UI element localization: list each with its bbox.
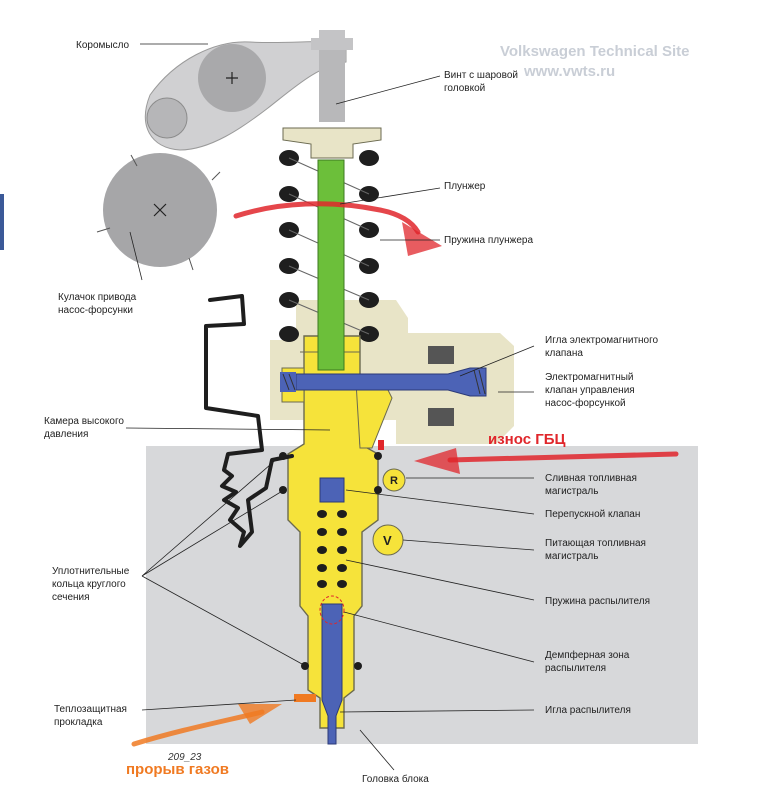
label-hp-chamber-line1: Камера высокого: [44, 416, 124, 427]
solenoid-coil-bottom: [428, 408, 454, 426]
head-wear-mark: [378, 440, 384, 450]
leader-lines: [125, 43, 535, 771]
cylinder-head-block: [146, 446, 698, 744]
label-plunger: Плунжер: [444, 181, 486, 192]
label-damper-line1: Демпферная зона: [545, 649, 630, 661]
rocker-roller: [146, 97, 188, 139]
label-solenoid-valve-line3: насос-форсункой: [545, 397, 626, 409]
label-cylinder-head: Головка блока: [362, 773, 429, 785]
high-pressure-chamber: [318, 400, 346, 490]
needle-left-seat: [280, 372, 296, 392]
heat-shield-gasket: [294, 694, 316, 702]
label-heat-shield-line2: прокладка: [54, 717, 103, 728]
supply-marker-label: V: [383, 533, 392, 548]
label-solenoid-valve-line2: клапан управления: [545, 385, 635, 396]
ball-head-screw: [319, 48, 345, 122]
label-cam-line1: Кулачок привода: [58, 292, 137, 303]
bypass-valve: [319, 477, 345, 503]
label-solenoid-needle-line2: клапана: [545, 348, 583, 359]
label-rocker: Коромысло: [76, 40, 130, 51]
label-solenoid-valve-line1: Электромагнитный: [545, 372, 634, 383]
label-orings-line3: сечения: [52, 592, 90, 603]
red-arrow-head-wear: [447, 451, 679, 463]
return-marker-label: R: [390, 475, 398, 487]
screw-nut: [311, 38, 353, 50]
nozzle-needle: [321, 603, 343, 745]
return-marker: [382, 468, 406, 492]
annotation-gas-blowby: прорыв газов: [126, 761, 229, 778]
spring-cap: [282, 127, 382, 159]
needle-spring: [282, 369, 486, 395]
label-supply-line1: Питающая топливная: [545, 538, 646, 549]
label-heat-shield-line1: Теплозащитная: [54, 704, 127, 715]
label-orings-line2: кольца круглого: [52, 579, 126, 590]
label-bypass-valve: Перепускной клапан: [545, 509, 640, 520]
label-nozzle-spring: Пружина распылителя: [545, 596, 650, 607]
red-arrow-spring: [233, 201, 421, 235]
label-screw-line2: головкой: [444, 83, 485, 94]
orange-arrowhead-gas: [238, 704, 282, 724]
left-edge-badge: [0, 194, 4, 250]
red-arrowhead-spring: [402, 222, 442, 256]
screw-top: [319, 30, 345, 40]
cam-tick-marks: [96, 154, 221, 271]
red-arrowhead-head-wear: [414, 448, 460, 474]
label-return-line2: магистраль: [545, 486, 598, 497]
label-screw-line1: Винт с шаровой: [444, 70, 518, 81]
nozzle-spring-coils: [317, 510, 347, 588]
label-damper-line2: распылителя: [545, 663, 606, 674]
label-return-line1: Сливная топливная: [545, 473, 637, 484]
label-orings-line1: Уплотнительные: [52, 566, 130, 577]
figure-code: 209_23: [167, 752, 202, 763]
label-nozzle-needle: Игла распылителя: [545, 705, 631, 716]
label-supply-line2: магистраль: [545, 551, 598, 562]
watermark-url: www.vwts.ru: [523, 63, 615, 80]
label-plunger-spring: Пружина плунжера: [444, 235, 533, 246]
pivot-center-mark: [226, 72, 238, 84]
label-cam-line2: насос-форсунки: [58, 304, 133, 316]
label-solenoid-needle-line1: Игла электромагнитного: [545, 335, 659, 346]
damper-zone-marker: [319, 595, 345, 625]
plunger: [317, 159, 345, 371]
label-hp-chamber-line2: давления: [44, 429, 88, 440]
annotation-head-wear: износ ГБЦ: [488, 431, 565, 448]
cam-center-mark: [153, 203, 167, 217]
watermark-title: Volkswagen Technical Site: [500, 43, 690, 60]
solenoid-coil-top: [428, 346, 454, 364]
hand-drawn-outline: [204, 294, 294, 548]
solenoid-needle: [295, 367, 487, 397]
